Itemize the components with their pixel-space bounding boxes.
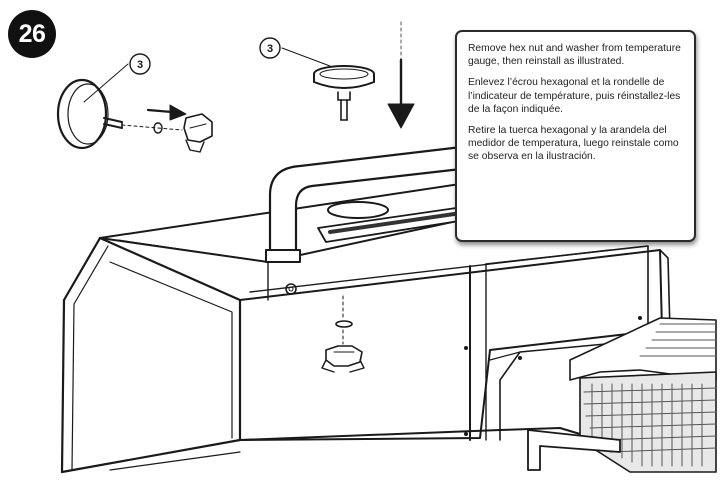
gauge-mount-hole	[285, 283, 297, 295]
instruction-callout: Remove hex nut and washer from temperatu…	[455, 30, 696, 242]
down-arrow	[387, 21, 415, 129]
chimney-opening	[317, 201, 479, 243]
hex-nut-exploded	[183, 113, 213, 153]
step-number-badge: 26	[8, 10, 56, 58]
side-bracket	[527, 429, 621, 471]
temperature-gauge-exploded	[56, 78, 183, 150]
move-arrow	[146, 104, 187, 121]
washer-and-nut-installed	[321, 295, 365, 373]
part-callout-left: 3	[129, 53, 151, 75]
instruction-english: Remove hex nut and washer from temperatu…	[468, 43, 681, 68]
part-callout-top-number: 3	[267, 43, 273, 55]
instruction-spanish: Retire la tuerca hexagonal y la arandela…	[468, 125, 679, 163]
part-callout-top: 3	[259, 37, 281, 59]
instruction-french: Enlevez l’écrou hexagonal et la rondelle…	[468, 77, 681, 115]
temperature-gauge-installed	[313, 65, 375, 121]
part-callout-left-number: 3	[137, 59, 143, 71]
